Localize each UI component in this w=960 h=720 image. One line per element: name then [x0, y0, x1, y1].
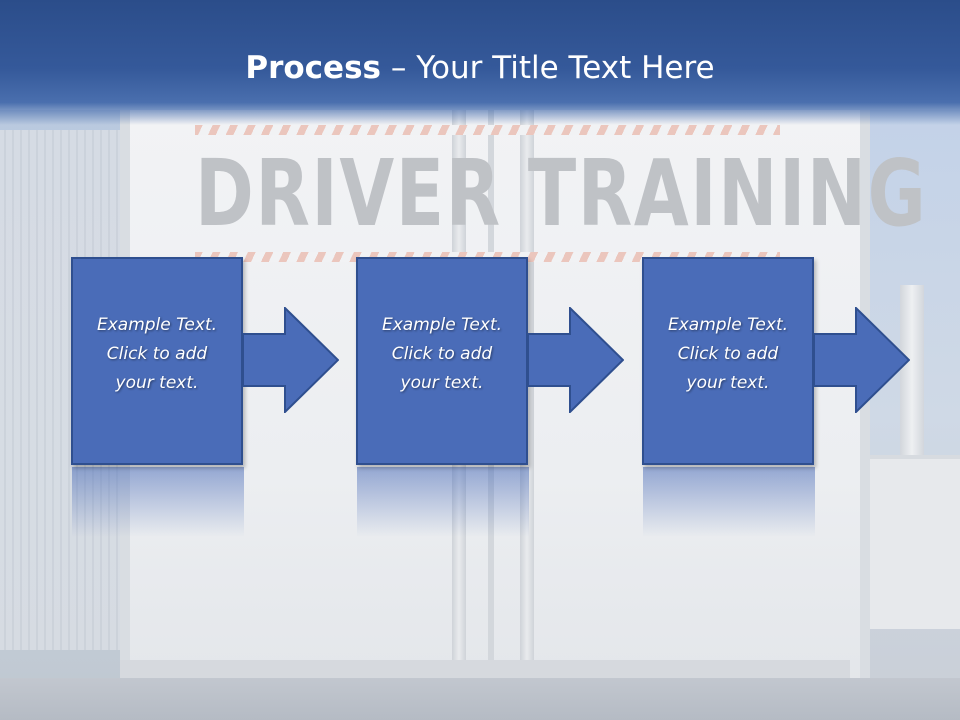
- step-text-line: your text.: [686, 373, 770, 393]
- step-2-arrow-icon: [528, 307, 624, 413]
- step-3-reflection: [643, 467, 815, 537]
- step-text-line: Example Text.: [381, 315, 503, 335]
- step-text-line: Click to add: [677, 344, 779, 364]
- process-step-2[interactable]: Example Text. Click to add your text.: [356, 257, 528, 465]
- step-text-line: your text.: [400, 373, 484, 393]
- title-bold-word: Process: [245, 50, 381, 86]
- step-text-line: your text.: [115, 373, 199, 393]
- background-ground: [0, 678, 960, 720]
- sign-text: DRIVER TRAINING: [195, 140, 928, 247]
- step-text-line: Click to add: [106, 344, 208, 364]
- step-1-reflection: [72, 467, 244, 537]
- step-text-line: Example Text.: [96, 315, 218, 335]
- step-2-text[interactable]: Example Text. Click to add your text.: [358, 311, 526, 398]
- process-step-3[interactable]: Example Text. Click to add your text.: [642, 257, 814, 465]
- background-exhaust-stack: [900, 285, 924, 455]
- slide-title[interactable]: Process – Your Title Text Here: [0, 50, 960, 86]
- step-1-text[interactable]: Example Text. Click to add your text.: [73, 311, 241, 398]
- background-bumper: [120, 660, 850, 678]
- process-step-1[interactable]: Example Text. Click to add your text.: [71, 257, 243, 465]
- step-3-arrow-icon: [814, 307, 910, 413]
- step-1-arrow-icon: [243, 307, 339, 413]
- step-3-text[interactable]: Example Text. Click to add your text.: [644, 311, 812, 398]
- step-2-reflection: [357, 467, 529, 537]
- sign-hazard-stripe-top: [195, 125, 780, 135]
- step-text-line: Example Text.: [667, 315, 789, 335]
- title-bar: [0, 0, 960, 125]
- title-rest: – Your Title Text Here: [381, 50, 715, 86]
- step-text-line: Click to add: [391, 344, 493, 364]
